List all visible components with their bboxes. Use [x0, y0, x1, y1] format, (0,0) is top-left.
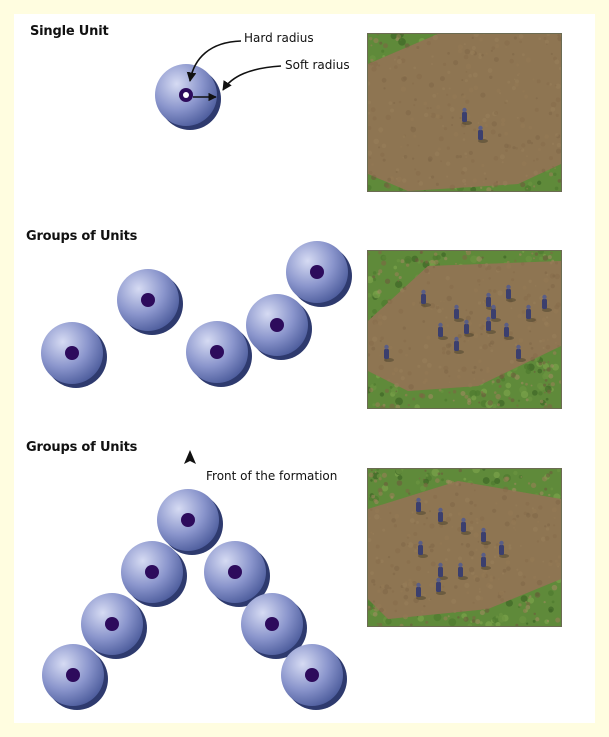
- unit-circle: [117, 269, 183, 335]
- unit-core: [65, 346, 79, 360]
- soldier-sprite: [384, 344, 394, 362]
- soldier-sprite: [458, 562, 468, 580]
- soldier-sprite: [418, 540, 428, 558]
- soldier-sprite: [461, 517, 471, 535]
- soldier-sprite: [462, 107, 472, 125]
- front-of-formation-label: Front of the formation: [206, 469, 338, 483]
- unit-circle: [246, 294, 312, 360]
- unit-core: [265, 617, 279, 631]
- section-heading-groups-of-units: Groups of Units: [26, 229, 138, 244]
- soldier-sprite: [454, 336, 464, 354]
- arrowhead-up-icon: [184, 450, 196, 464]
- terrain-screenshot-formation: [368, 469, 561, 626]
- unit-core: [105, 617, 119, 631]
- soldier-sprite: [464, 319, 474, 337]
- unit-circle: [281, 644, 347, 710]
- hard-radius-arrow: [186, 40, 242, 82]
- unit-circle: [186, 321, 252, 387]
- soldier-sprite: [481, 527, 491, 545]
- soldier-sprite: [542, 294, 552, 312]
- soldier-sprite: [416, 582, 426, 600]
- hard-radius-label: Hard radius: [244, 31, 314, 45]
- soldier-sprite: [486, 316, 496, 334]
- soldier-sprite: [481, 552, 491, 570]
- unit-core: [141, 293, 155, 307]
- soldier-sprite: [454, 304, 464, 322]
- unit-circle: [81, 593, 147, 659]
- soldier-sprite: [436, 577, 446, 595]
- unit-circle: [157, 489, 223, 555]
- terrain-screenshot-group: [368, 251, 561, 408]
- soldier-sprite: [478, 125, 488, 143]
- soldier-sprite: [438, 507, 448, 525]
- hard-radius-marker: [183, 92, 189, 98]
- unit-circle: [42, 644, 108, 710]
- soldier-sprite: [438, 562, 448, 580]
- soldier-sprite: [516, 344, 526, 362]
- unit-circle: [286, 241, 352, 307]
- soft-radius-arrow: [222, 65, 282, 91]
- unit-core: [270, 318, 284, 332]
- soldier-sprite: [416, 497, 426, 515]
- terrain-screenshot-single-unit: [368, 34, 561, 191]
- unit-core: [181, 513, 195, 527]
- unit-core: [305, 668, 319, 682]
- soldier-sprite: [491, 304, 501, 322]
- terrain-screenshot: [367, 33, 562, 192]
- unit-circle: [41, 322, 107, 388]
- unit-core: [210, 345, 224, 359]
- section-heading-groups-of-units-formation: Groups of Units: [26, 440, 138, 455]
- unit-core: [66, 668, 80, 682]
- unit-circle: [121, 541, 187, 607]
- soldier-sprite: [499, 540, 509, 558]
- unit-circle: [241, 593, 307, 659]
- terrain-screenshot: [367, 468, 562, 627]
- soldier-sprite: [421, 289, 431, 307]
- unit-core: [310, 265, 324, 279]
- soldier-sprite: [504, 322, 514, 340]
- terrain-screenshot: [367, 250, 562, 409]
- unit-circle: [155, 64, 221, 130]
- unit-core: [145, 565, 159, 579]
- section-heading-single-unit: Single Unit: [30, 24, 109, 39]
- soft-radius-label: Soft radius: [285, 58, 350, 72]
- unit-core: [228, 565, 242, 579]
- soldier-sprite: [438, 322, 448, 340]
- soldier-sprite: [526, 304, 536, 322]
- soldier-sprite: [506, 284, 516, 302]
- unit-circle: [204, 541, 270, 607]
